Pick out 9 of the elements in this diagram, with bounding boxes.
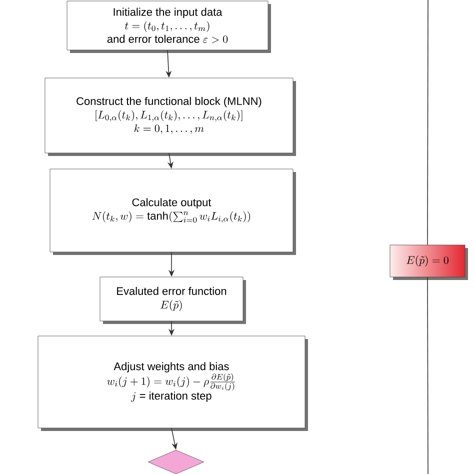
connector-line: [427, 0, 428, 246]
connector-line: [427, 276, 428, 474]
condition-box: $E(\tilde{p})=0$: [390, 244, 468, 280]
process-box: Construct the functional block (MLNN) $[L_{0,\alpha}(t_k),L_{1,\alpha}(t_k),\ldots,L_{n,\alpha}(t_k)]$ $k=0,1,\ldots,m$: [44, 78, 296, 156]
process-box: Calculate output $N(t_k,w)=\tanh(\sum_{i=0}^{n}w_i L_{i,\alpha}(t_k))$: [50, 168, 296, 255]
process-box: Evaluted error function $E(\tilde{p})$: [100, 276, 246, 324]
process-box: Initialize the input data $t=(t_0,t_1,\ldots,t_m)$ and error tolerance $\varepsilon>0$: [66, 0, 271, 53]
process-box: Adjust weights and bias $w_i(j+1)=w_i(j)-\rho\frac{\partial E(\tilde{p})}{\partial w_i(j)}$ $j$ = iteration step: [38, 336, 308, 431]
decision-diamond: [148, 450, 204, 474]
